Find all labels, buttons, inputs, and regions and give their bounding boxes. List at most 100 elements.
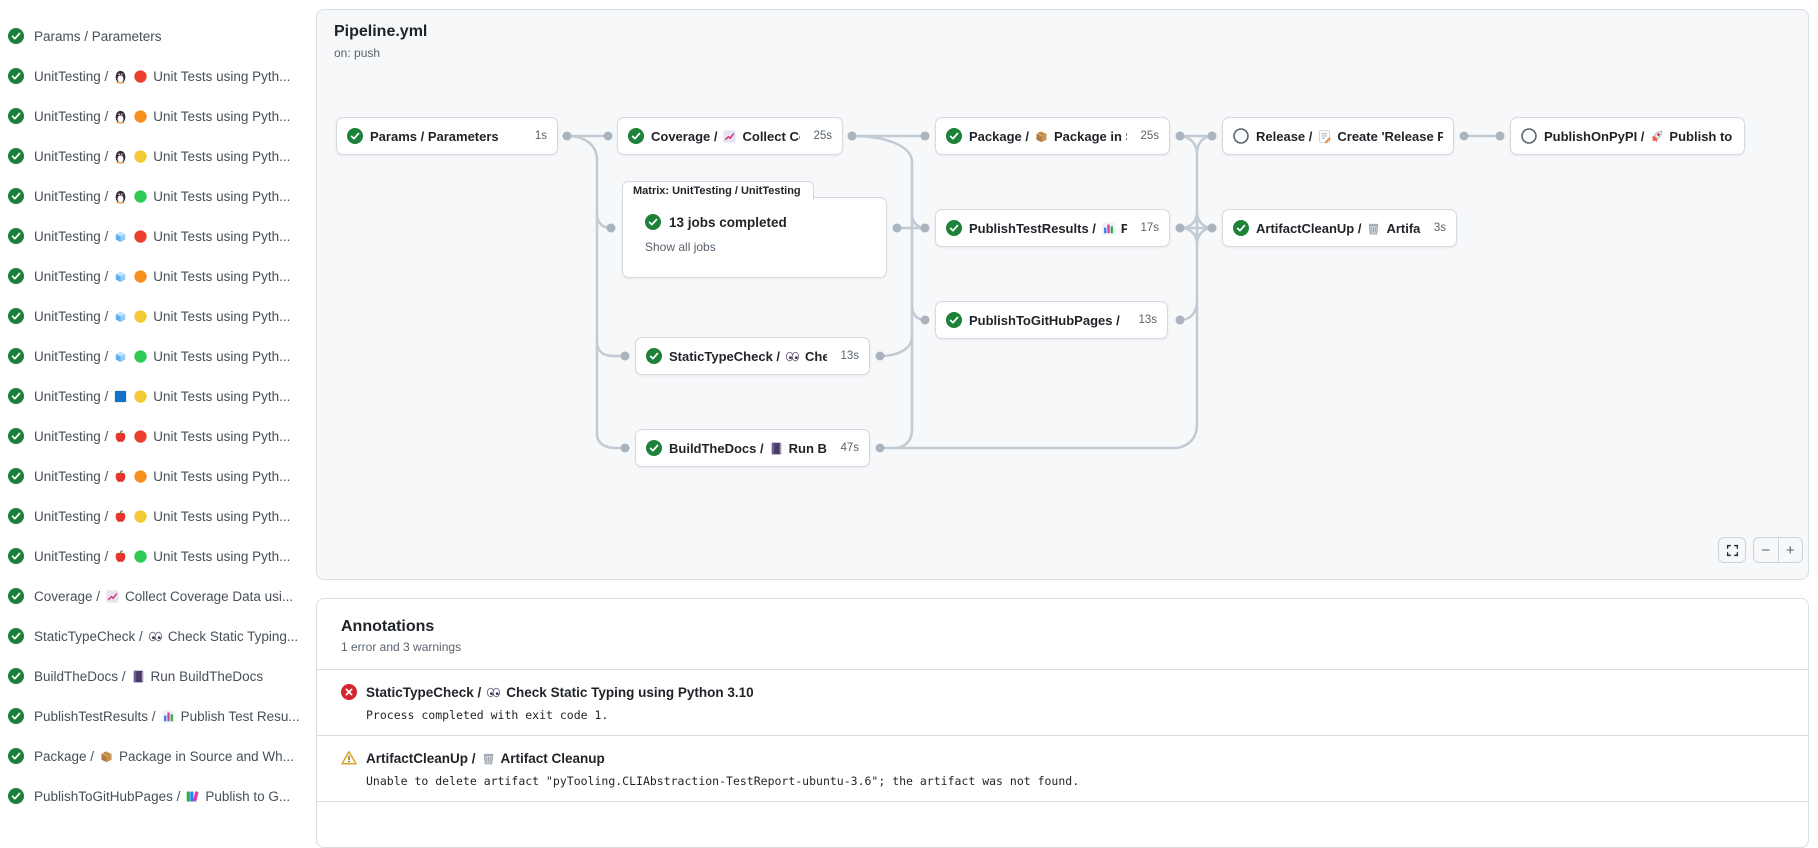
check-success-icon xyxy=(8,588,24,604)
memo-icon xyxy=(1317,129,1332,144)
zoom-in-button[interactable]: + xyxy=(1779,538,1803,562)
check-success-icon xyxy=(8,708,24,724)
graph-node-release[interactable]: Release /Create 'Release P... xyxy=(1222,117,1454,155)
sidebar-job-item[interactable]: PublishTestResults /Publish Test Resu... xyxy=(0,696,312,736)
sidebar-job-item[interactable]: UnitTesting /Unit Tests using Pyth... xyxy=(0,456,312,496)
sidebar-job-item[interactable]: UnitTesting /Unit Tests using Pyth... xyxy=(0,336,312,376)
node-title: Package /Package in So... xyxy=(969,128,1127,144)
check-success-icon xyxy=(8,668,24,684)
sidebar-job-item[interactable]: PublishToGitHubPages /Publish to G... xyxy=(0,776,312,816)
check-success-icon xyxy=(8,148,24,164)
windows-square-icon xyxy=(113,389,128,404)
annotations-list: StaticTypeCheck /Check Static Typing usi… xyxy=(317,669,1808,814)
check-success-icon xyxy=(8,268,24,284)
annotation-title[interactable]: ArtifactCleanUp /Artifact Cleanup xyxy=(366,751,605,766)
sidebar-job-item[interactable]: UnitTesting /Unit Tests using Pyth... xyxy=(0,496,312,536)
circle-orange-icon xyxy=(133,109,148,124)
sidebar-job-item[interactable]: StaticTypeCheck /Check Static Typing... xyxy=(0,616,312,656)
job-duration: 3s xyxy=(1433,222,1446,234)
graph-node-static-type-check[interactable]: StaticTypeCheck /Chec...13s xyxy=(635,337,870,375)
pipeline-graph-panel: Pipeline.yml on: push xyxy=(316,9,1809,580)
penguin-icon xyxy=(113,69,128,84)
chart-increasing-icon xyxy=(105,589,120,604)
bar-chart-icon xyxy=(1101,221,1116,236)
eyes-icon xyxy=(486,685,501,700)
graph-node-build-the-docs[interactable]: BuildTheDocs /Run Buil...47s xyxy=(635,429,870,467)
job-duration: 25s xyxy=(1140,130,1159,142)
skipped-circle-icon xyxy=(1521,128,1537,144)
annotations-title: Annotations xyxy=(341,618,435,635)
check-success-icon xyxy=(8,428,24,444)
sidebar-job-item[interactable]: Package /Package in Source and Wh... xyxy=(0,736,312,776)
job-label: UnitTesting /Unit Tests using Pyth... xyxy=(34,148,291,164)
matrix-tab: Matrix: UnitTesting / UnitTesting xyxy=(622,181,814,200)
circle-orange-icon xyxy=(133,469,148,484)
graph-node-publish-on-pypi[interactable]: PublishOnPyPI /Publish to ... xyxy=(1510,117,1745,155)
annotation-title[interactable]: StaticTypeCheck /Check Static Typing usi… xyxy=(366,685,754,700)
sidebar-job-item[interactable]: UnitTesting /Unit Tests using Pyth... xyxy=(0,96,312,136)
job-label: UnitTesting /Unit Tests using Pyth... xyxy=(34,468,291,484)
sidebar-job-item[interactable]: UnitTesting /Unit Tests using Pyth... xyxy=(0,56,312,96)
rocket-icon xyxy=(1649,129,1664,144)
check-success-icon xyxy=(8,228,24,244)
check-success-icon xyxy=(8,348,24,364)
sidebar-job-item[interactable]: Params / Parameters xyxy=(0,16,312,56)
check-success-icon xyxy=(8,388,24,404)
sidebar-job-item[interactable]: UnitTesting /Unit Tests using Pyth... xyxy=(0,416,312,456)
annotations-panel: Annotations 1 error and 3 warnings Stati… xyxy=(316,598,1809,848)
sidebar-job-item[interactable]: UnitTesting /Unit Tests using Pyth... xyxy=(0,536,312,576)
sidebar-job-item[interactable]: BuildTheDocs /Run BuildTheDocs xyxy=(0,656,312,696)
sidebar-job-item[interactable]: UnitTesting /Unit Tests using Pyth... xyxy=(0,216,312,256)
sidebar-job-item[interactable]: Coverage /Collect Coverage Data usi... xyxy=(0,576,312,616)
fullscreen-button[interactable] xyxy=(1718,537,1746,563)
node-title: Release /Create 'Release P... xyxy=(1256,128,1443,144)
package-icon xyxy=(99,749,114,764)
check-success-icon xyxy=(8,788,24,804)
circle-yellow-icon xyxy=(133,149,148,164)
books-icon xyxy=(1125,313,1126,328)
sidebar-job-item[interactable]: UnitTesting /Unit Tests using Pyth... xyxy=(0,256,312,296)
check-success-icon xyxy=(946,312,962,328)
apple-icon xyxy=(113,549,128,564)
job-label: UnitTesting /Unit Tests using Pyth... xyxy=(34,548,291,564)
check-success-icon xyxy=(8,308,24,324)
warning-icon xyxy=(341,750,357,766)
circle-red-icon xyxy=(133,229,148,244)
node-title: PublishOnPyPI /Publish to ... xyxy=(1544,128,1734,144)
annotation-divider xyxy=(317,801,1808,814)
matrix-tab-label: Matrix: UnitTesting / UnitTesting xyxy=(633,185,801,197)
graph-node-coverage[interactable]: Coverage /Collect Cove...25s xyxy=(617,117,843,155)
graph-node-artifact-cleanup[interactable]: ArtifactCleanUp /Artifac...3s xyxy=(1222,209,1457,247)
apple-icon xyxy=(113,429,128,444)
show-all-jobs-link[interactable]: Show all jobs xyxy=(645,240,716,254)
annotation-message: Unable to delete artifact "pyTooling.CLI… xyxy=(366,774,1080,788)
graph-node-package[interactable]: Package /Package in So... 25s xyxy=(935,117,1170,155)
error-icon xyxy=(341,684,357,700)
zoom-out-button[interactable]: − xyxy=(1754,538,1779,562)
job-label: UnitTesting /Unit Tests using Pyth... xyxy=(34,188,291,204)
check-success-icon xyxy=(946,220,962,236)
check-success-icon xyxy=(946,128,962,144)
graph-node-publish-to-github-pages[interactable]: PublishToGitHubPages /...13s xyxy=(935,301,1168,339)
sidebar-job-item[interactable]: UnitTesting /Unit Tests using Pyth... xyxy=(0,376,312,416)
job-duration: 47s xyxy=(840,442,859,454)
check-success-icon xyxy=(8,508,24,524)
sidebar-job-item[interactable]: UnitTesting /Unit Tests using Pyth... xyxy=(0,136,312,176)
wastebasket-icon xyxy=(481,751,496,766)
node-title: PublishTestResults /Pu... xyxy=(969,220,1128,236)
job-duration: 25s xyxy=(813,130,832,142)
job-label: UnitTesting /Unit Tests using Pyth... xyxy=(34,428,291,444)
job-label: UnitTesting /Unit Tests using Pyth... xyxy=(34,348,291,364)
sidebar-job-item[interactable]: UnitTesting /Unit Tests using Pyth... xyxy=(0,176,312,216)
circle-orange-icon xyxy=(133,269,148,284)
check-success-icon xyxy=(347,128,363,144)
sidebar-job-item[interactable]: UnitTesting /Unit Tests using Pyth... xyxy=(0,296,312,336)
check-success-icon xyxy=(1233,220,1249,236)
bar-chart-icon xyxy=(161,709,176,724)
ice-cube-icon xyxy=(113,269,128,284)
graph-node-publish-test-results[interactable]: PublishTestResults /Pu...17s xyxy=(935,209,1170,247)
job-duration: 13s xyxy=(840,350,859,362)
